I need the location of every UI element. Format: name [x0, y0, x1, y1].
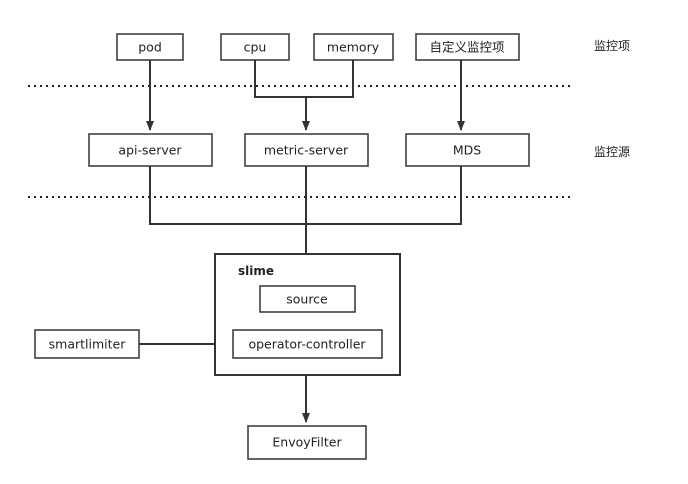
api-server-label: api-server [118, 143, 182, 158]
pod-label: pod [138, 40, 162, 55]
custom-metrics-label: 自定义监控项 [429, 40, 504, 55]
envoyfilter-box: EnvoyFilter [247, 425, 367, 460]
envoyfilter-label: EnvoyFilter [272, 435, 342, 450]
slime-title: slime [238, 264, 274, 278]
source-label: source [286, 292, 328, 307]
metrics-layer-label: 监控项 [594, 39, 630, 53]
memory-label: memory [327, 40, 380, 55]
operator-controller-box: operator-controller [232, 329, 383, 359]
memory-box: memory [313, 33, 394, 61]
pod-box: pod [116, 33, 184, 61]
cpu-label: cpu [244, 40, 267, 55]
operator-controller-label: operator-controller [248, 337, 366, 352]
smartlimiter-label: smartlimiter [49, 337, 127, 352]
smartlimiter-box: smartlimiter [34, 329, 140, 359]
mds-box: MDS [405, 133, 530, 167]
source-box: source [259, 285, 356, 313]
cpu-box: cpu [220, 33, 290, 61]
api-server-box: api-server [88, 133, 213, 167]
metric-server-box: metric-server [244, 133, 369, 167]
custom-metrics-box: 自定义监控项 [415, 33, 520, 61]
edge-cpu-memory-join [254, 60, 354, 98]
sources-layer-label: 监控源 [594, 145, 630, 159]
mds-label: MDS [453, 143, 481, 158]
metric-server-label: metric-server [264, 143, 349, 158]
